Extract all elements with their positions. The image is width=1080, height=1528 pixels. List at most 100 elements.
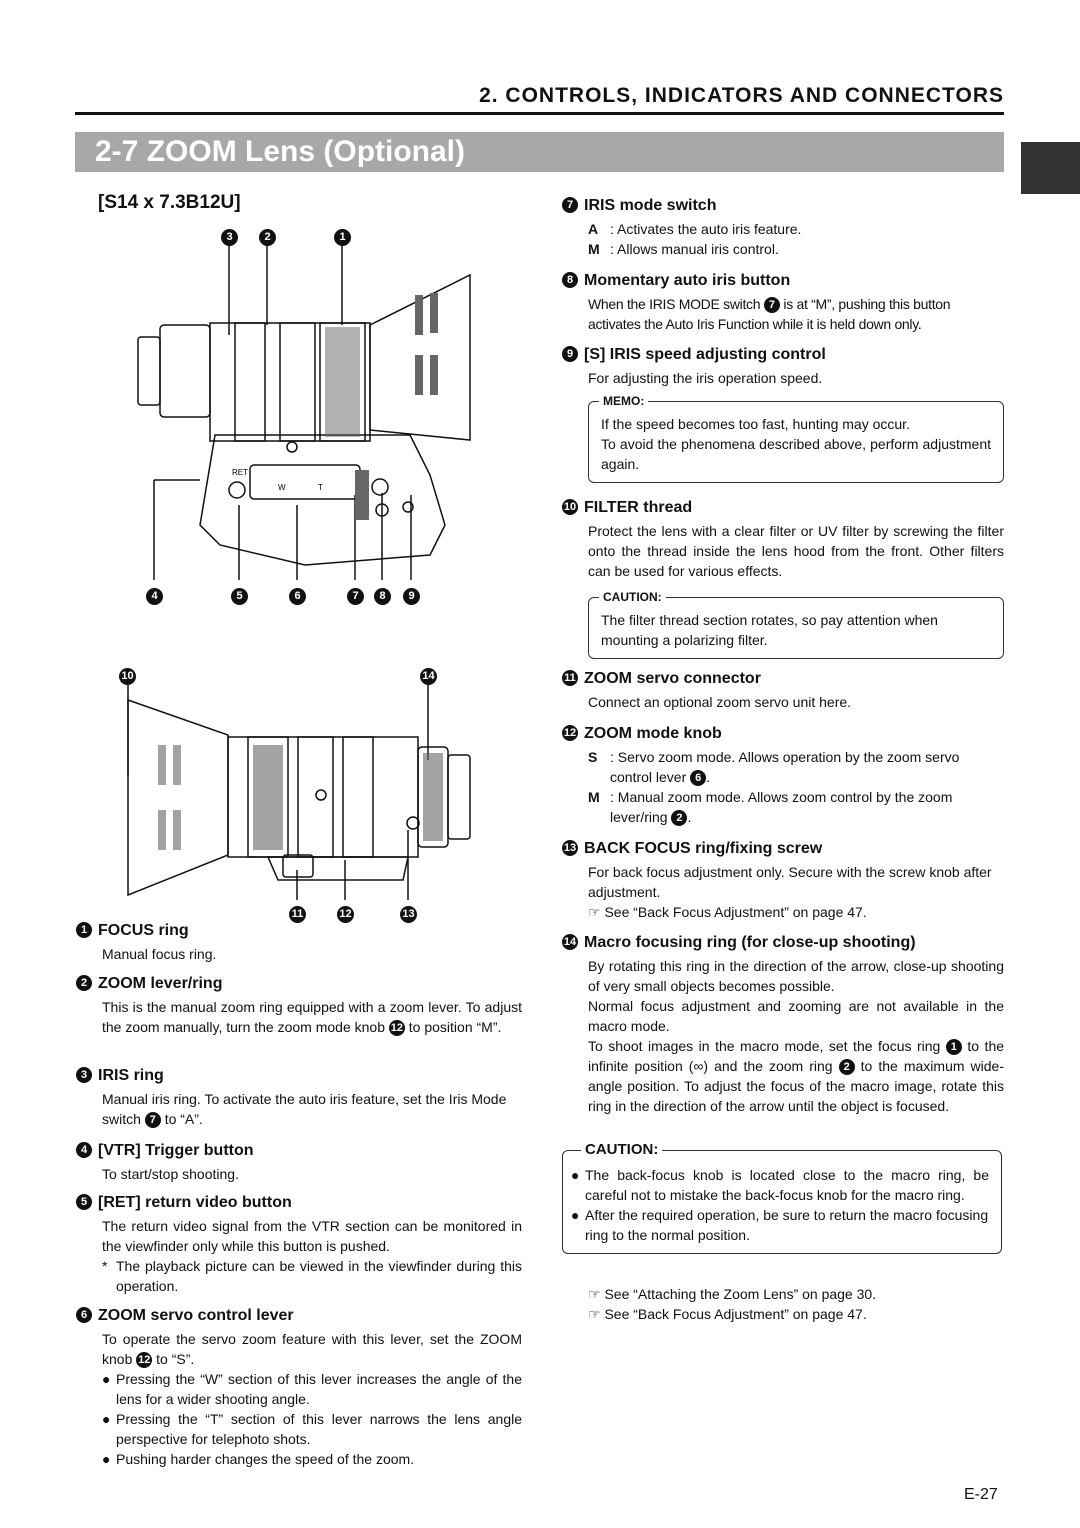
num-badge: 2 — [76, 974, 92, 991]
caution-box-macro: CAUTION: ●The back-focus knob is located… — [562, 1140, 1002, 1254]
def-text: : Activates the auto iris feature. — [610, 221, 802, 237]
ref-badge: 2 — [671, 810, 688, 827]
item-text-cont: to “A”. — [164, 1111, 203, 1127]
caution-tag: CAUTION: — [581, 1140, 663, 1160]
callout-7: 7 — [347, 588, 364, 605]
item-text: Normal focus adjustment and zooming are … — [588, 998, 1004, 1034]
bullet-item: Pressing the “W” section of this lever i… — [116, 1371, 522, 1407]
item-title: ZOOM lever/ring — [98, 975, 223, 992]
item-text: For adjusting the iris operation speed. — [588, 370, 823, 386]
memo-box: MEMO: If the speed becomes too fast, hun… — [588, 394, 1004, 483]
ref-badge: 12 — [388, 1020, 405, 1037]
def-text: : Servo zoom mode. Allows operation by t… — [610, 749, 960, 785]
callout-5: 5 — [231, 588, 248, 605]
ret-label: RET — [232, 468, 248, 477]
model-name: [S14 x 7.3B12U] — [98, 192, 241, 213]
item-title: ZOOM servo connector — [584, 670, 761, 687]
item-text: To start/stop shooting. — [102, 1166, 239, 1182]
item-text: Manual focus ring. — [102, 946, 217, 962]
num-badge: 9 — [562, 345, 578, 362]
num-badge: 12 — [562, 724, 578, 741]
caution-text: The filter thread section rotates, so pa… — [601, 612, 938, 648]
ref-badge: 1 — [945, 1039, 962, 1056]
item-text: to the infinite position (∞) and the zoo… — [588, 1038, 1005, 1074]
item-title: [S] IRIS speed adjusting control — [584, 346, 826, 363]
num-badge: 8 — [562, 271, 578, 288]
callout-1: 1 — [334, 229, 351, 246]
ref-text[interactable]: See “Back Focus Adjustment” on page 47. — [604, 904, 867, 920]
item-title: [VTR] Trigger button — [98, 1142, 254, 1159]
ref-badge: 6 — [690, 770, 707, 787]
bullet-item: Pressing the “T” section of this lever n… — [116, 1411, 522, 1447]
item-title: Momentary auto iris button — [584, 272, 791, 289]
item-text: The return video signal from the VTR sec… — [102, 1218, 522, 1254]
chapter-heading: 2. CONTROLS, INDICATORS AND CONNECTORS — [479, 84, 1004, 107]
ref-link[interactable]: See “Back Focus Adjustment” on page 47. — [604, 1306, 867, 1322]
memo-line: If the speed becomes too fast, hunting m… — [601, 416, 910, 432]
callout-13: 13 — [400, 906, 417, 923]
ref-badge: 2 — [838, 1059, 855, 1076]
item-iris-speed: 9 [S] IRIS speed adjusting control For ad… — [562, 344, 1004, 388]
item-text: For back focus adjustment only. Secure w… — [588, 864, 992, 900]
item-title: FOCUS ring — [98, 922, 189, 939]
item-text-cont: to “S”. — [156, 1351, 195, 1367]
ref-badge: 12 — [136, 1352, 153, 1369]
item-back-focus: 13 BACK FOCUS ring/fixing screw For back … — [562, 838, 1004, 922]
callout-10: 10 — [119, 668, 136, 685]
section-title: 2-7 ZOOM Lens (Optional) — [75, 132, 1004, 172]
item-title: FILTER thread — [584, 499, 693, 516]
caution-bullet: The back-focus knob is located close to … — [585, 1167, 989, 1203]
item-title: BACK FOCUS ring/fixing screw — [584, 840, 823, 857]
page-number: E-27 — [964, 1486, 998, 1503]
item-text: To operate the servo zoom feature with t… — [102, 1331, 522, 1367]
def-key: M — [588, 789, 600, 805]
bullet-item: Pushing harder changes the speed of the … — [116, 1451, 415, 1467]
item-focus-ring: 1 FOCUS ring Manual focus ring. — [76, 920, 522, 964]
item-title: ZOOM mode knob — [584, 725, 722, 742]
def-key: M — [588, 241, 600, 257]
caution-tag: CAUTION: — [599, 590, 666, 604]
def-key: S — [588, 749, 598, 765]
ref-symbol: ☞ — [588, 1306, 601, 1322]
caution-bullet: After the required operation, be sure to… — [585, 1207, 989, 1243]
note-mark: * — [102, 1258, 108, 1274]
item-text: When the IRIS MODE switch — [588, 296, 761, 312]
w-label: W — [278, 483, 286, 492]
memo-line: To avoid the phenomena described above, … — [601, 436, 991, 472]
num-badge: 13 — [562, 839, 578, 856]
item-text: Protect the lens with a clear filter or … — [588, 523, 1004, 579]
references: ☞ See “Attaching the Zoom Lens” on page … — [588, 1284, 876, 1324]
ref-symbol: ☞ — [588, 904, 601, 920]
ref-badge: 7 — [763, 297, 780, 314]
item-title: IRIS mode switch — [584, 197, 717, 214]
callout-11: 11 — [289, 906, 306, 923]
lens-side-diagram: RET W T — [137, 245, 471, 580]
item-title: [RET] return video button — [98, 1194, 292, 1211]
lens-opposite-diagram — [127, 685, 471, 900]
num-badge: 7 — [562, 196, 578, 213]
item-ret-button: 5[RET] return video button The return vi… — [76, 1192, 522, 1296]
item-text: To shoot images in the macro mode, set t… — [588, 1038, 941, 1054]
item-title: Macro focusing ring (for close-up shooti… — [584, 934, 916, 951]
item-text-cont: is at “M”, pushing this button activates… — [588, 296, 951, 332]
item-text: to the maximum wide-angle position. To a… — [588, 1058, 1005, 1114]
item-title: ZOOM servo control lever — [98, 1307, 294, 1324]
t-label: T — [318, 483, 323, 492]
ref-badge: 7 — [144, 1112, 161, 1129]
ref-symbol: ☞ — [588, 1286, 601, 1302]
num-badge: 4 — [76, 1141, 92, 1158]
item-vtr-trigger: 4 [VTR] Trigger button To start/stop shoo… — [76, 1140, 522, 1184]
memo-tag: MEMO: — [599, 394, 649, 408]
ref-link[interactable]: See “Attaching the Zoom Lens” on page 30… — [604, 1286, 877, 1302]
callout-3: 3 — [221, 229, 238, 246]
item-text: By rotating this ring in the direction o… — [588, 958, 1004, 994]
num-badge: 1 — [76, 921, 92, 938]
def-key: A — [588, 221, 599, 237]
caution-box-filter: CAUTION: The filter thread section rotat… — [588, 590, 1004, 659]
chapter-tab — [1021, 142, 1080, 194]
